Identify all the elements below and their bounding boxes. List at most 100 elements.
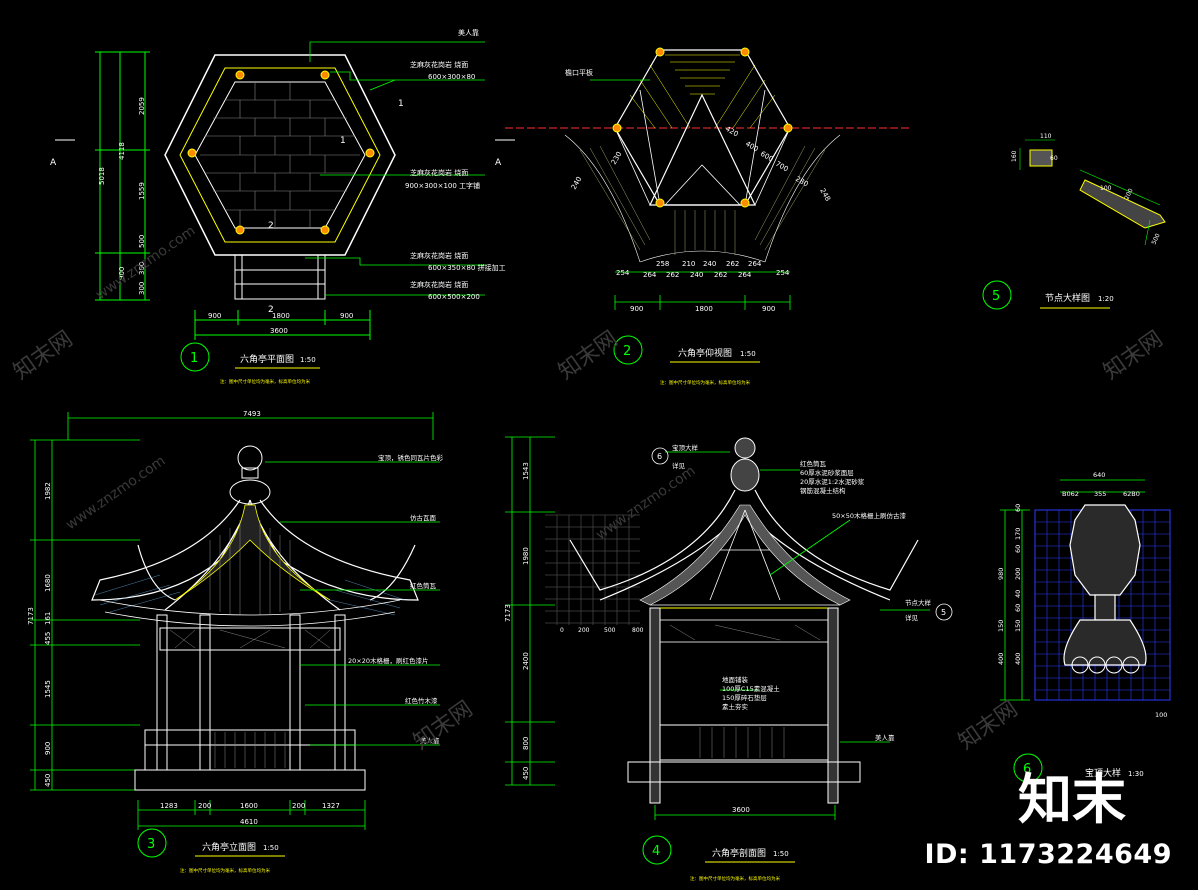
detail5-title: 节点大样图 xyxy=(1045,292,1090,304)
plan-dim-900: 900 xyxy=(118,267,126,280)
detail5-dim-500: 500 xyxy=(1150,232,1161,246)
plan-marker-2b: 2 xyxy=(268,305,274,315)
section-grid-500: 500 xyxy=(604,627,616,634)
elevation-title: 六角亭立面图 xyxy=(202,841,256,853)
elevation-dim-200-right: 200 xyxy=(292,802,305,810)
finial-dim-b062: B062 xyxy=(1062,490,1079,498)
watermark-logo: 知末 xyxy=(1018,768,1126,831)
section-grid-200: 200 xyxy=(578,627,590,634)
plan-title: 六角亭平面图 xyxy=(240,353,294,365)
elevation-label-tile: 仿古瓦面 xyxy=(410,513,437,522)
plan-section-mark-a-right: A xyxy=(495,158,502,168)
plan-marker-1a: 1 xyxy=(398,99,404,109)
plan-dim-300b: 300 xyxy=(138,282,146,295)
section-dim-2400: 2400 xyxy=(522,652,530,670)
finial-dim-200: 200 xyxy=(1014,568,1022,580)
section-label-cement: 20厚水泥1:2水泥砂浆 xyxy=(800,477,865,486)
plan-dim-900-right: 900 xyxy=(340,312,353,320)
ceiling-drawing: 900 1800 900 254 264 262 240 262 264 254… xyxy=(505,47,910,386)
ceiling-scale: 1:50 xyxy=(740,350,756,358)
elevation-dim-1600: 1600 xyxy=(240,802,258,810)
section-label-see-2: 详见 xyxy=(905,613,919,622)
elevation-label-red-tile: 红色筒瓦 xyxy=(410,581,437,590)
section-label-lattice: 50×50木格栅上刷仿古漆 xyxy=(832,511,906,520)
section-label-mortar: 60厚水泥砂浆面层 xyxy=(800,468,854,477)
elevation-label-finial: 宝顶，锈色同瓦片色彩 xyxy=(378,453,444,462)
section-label-gravel: 150厚碎石垫层 xyxy=(722,693,767,702)
ceiling-dim-264-right: 264 xyxy=(738,271,752,279)
plan-label-granite-1: 芝麻灰花岗岩 烧面 xyxy=(410,60,468,69)
plan-dim-300a: 300 xyxy=(138,262,146,275)
ceiling-dim-230: 230 xyxy=(610,150,624,166)
ceiling-dim-1800: 1800 xyxy=(695,305,713,313)
plan-number: 1 xyxy=(190,351,198,366)
section-label-see-1: 详见 xyxy=(672,461,686,470)
plan-label-granite-2-size: 900×300×100 工字铺 xyxy=(405,181,480,190)
watermark-brand-5: 知末网 xyxy=(954,697,1022,755)
elevation-dim-1680: 1680 xyxy=(44,574,52,592)
ceiling-dim-248-side: 248 xyxy=(818,187,832,203)
finial-title: 宝顶大样 xyxy=(1085,767,1121,779)
plan-marker-2a: 2 xyxy=(268,221,274,231)
ceiling-number: 2 xyxy=(623,344,631,359)
section-number: 4 xyxy=(652,844,660,859)
plan-label-granite-3-size: 600×350×80 拼接加工 xyxy=(428,263,506,272)
elevation-dim-161: 161 xyxy=(44,612,52,625)
elevation-number: 3 xyxy=(147,837,155,852)
watermark-brand-1: 知末网 xyxy=(9,327,77,385)
watermark-layer: www.znzmo.com www.znzmo.com www.znzmo.co… xyxy=(63,223,698,543)
ceiling-dim-400: 400 xyxy=(744,140,760,154)
section-label-node: 节点大样 xyxy=(905,598,932,607)
plan-dim-4118: 4118 xyxy=(118,142,126,160)
ceiling-dim-240b: 240 xyxy=(703,260,716,268)
watermark-brand-2: 知末网 xyxy=(554,327,622,385)
elevation-dim-1545: 1545 xyxy=(44,680,52,698)
finial-drawing: 640 B062 355 62B0 980 60 170 60 200 40 6… xyxy=(997,471,1171,783)
ceiling-dim-240-side: 240 xyxy=(570,175,584,191)
plan-label-granite-1-size: 600×300×80 xyxy=(428,73,475,81)
elevation-label-lacquer: 红色竹木漆 xyxy=(405,696,438,705)
elevation-note: 注：图中尺寸单位均为毫米，标高单位均为米 xyxy=(180,867,270,874)
elevation-label-lattice: 20×20木格栅，刷红色漆片 xyxy=(348,656,429,665)
plan-marker-1b: 1 xyxy=(340,136,346,146)
ceiling-dim-262-right: 262 xyxy=(714,271,727,279)
elevation-dim-900: 900 xyxy=(44,742,52,755)
finial-dim-400b: 400 xyxy=(997,653,1005,665)
ceiling-dim-280: 280 xyxy=(794,175,810,189)
ceiling-dim-900-left: 900 xyxy=(630,305,643,313)
section-label-red-tile: 红色筒瓦 xyxy=(800,459,827,468)
elevation-dim-450: 450 xyxy=(44,774,52,787)
elevation-dim-7493: 7493 xyxy=(243,410,261,418)
finial-dim-60b: 60 xyxy=(1014,545,1022,553)
elevation-dim-7173: 7173 xyxy=(27,607,35,625)
plan-label-meirenkao: 美人靠 xyxy=(458,28,479,37)
section-dim-800: 800 xyxy=(522,737,530,750)
plan-label-granite-4-size: 600×500×200 xyxy=(428,293,480,301)
finial-dim-355: 355 xyxy=(1094,490,1106,498)
detail5-dim-160: 160 xyxy=(1011,150,1018,162)
finial-dim-980: 980 xyxy=(997,568,1005,580)
section-scale: 1:50 xyxy=(773,850,789,858)
plan-dim-2059: 2059 xyxy=(138,97,146,115)
elevation-label-meirenkao: 美人靠 xyxy=(420,736,440,745)
ceiling-dim-700: 700 xyxy=(774,160,790,174)
section-label-finial: 宝顶大样 xyxy=(672,443,699,452)
plan-label-granite-4: 芝麻灰花岗岩 烧面 xyxy=(410,280,468,289)
plan-scale: 1:50 xyxy=(300,356,316,364)
finial-dim-150b: 150 xyxy=(997,620,1005,632)
detail5-dim-110: 110 xyxy=(1040,133,1052,140)
finial-dim-60a: 60 xyxy=(1014,504,1022,512)
section-dim-450: 450 xyxy=(522,767,530,780)
plan-label-granite-2: 芝麻灰花岗岩 烧面 xyxy=(410,168,468,177)
ceiling-dim-262b: 262 xyxy=(726,260,739,268)
elevation-dim-200-left: 200 xyxy=(198,802,211,810)
section-dim-1980: 1980 xyxy=(522,547,530,565)
plan-section-mark-a-left: A xyxy=(50,158,57,168)
ceiling-dim-900-right: 900 xyxy=(762,305,775,313)
section-label-concrete: 钢筋混凝土结构 xyxy=(800,486,846,495)
finial-dim-640: 640 xyxy=(1093,471,1105,479)
ceiling-dim-264-left: 264 xyxy=(643,271,657,279)
finial-dim-400a: 400 xyxy=(1014,653,1022,665)
ceiling-dim-262-left: 262 xyxy=(666,271,679,279)
